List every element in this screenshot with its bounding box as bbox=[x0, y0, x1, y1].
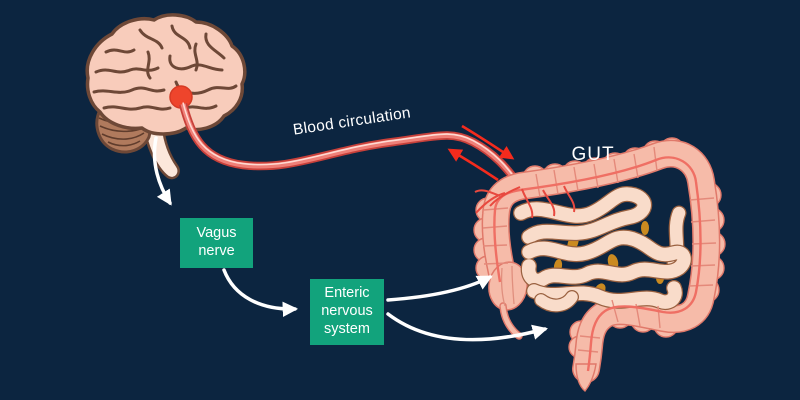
cecum-creases bbox=[500, 265, 515, 307]
small-intestine-coils bbox=[513, 186, 692, 313]
gut-label: GUT bbox=[571, 144, 615, 165]
flow-arrow-from-gut-icon bbox=[447, 148, 499, 182]
blood-flow-arrows bbox=[447, 124, 515, 182]
gut-illustration bbox=[473, 137, 726, 392]
arrow-enteric-to-gut-lower-icon bbox=[386, 312, 548, 342]
brain-illustration bbox=[85, 13, 247, 180]
blood-vessel-tube bbox=[178, 102, 523, 188]
arrow-brain-to-vagus-icon bbox=[152, 136, 172, 206]
gut-blood-vessels bbox=[474, 156, 702, 372]
rectum-tip bbox=[575, 363, 597, 392]
arrow-vagus-to-enteric-icon bbox=[222, 268, 299, 318]
arrow-enteric-to-gut-upper-icon bbox=[386, 275, 493, 302]
gyri-lines bbox=[92, 24, 238, 111]
vagus-nerve-box: Vagus nerve bbox=[180, 218, 253, 268]
enteric-nervous-system-box: Enteric nervous system bbox=[310, 279, 384, 345]
cerebrum-outline bbox=[85, 13, 247, 136]
flow-arrow-to-gut-icon bbox=[461, 124, 515, 160]
pathway-arrows bbox=[152, 136, 548, 342]
